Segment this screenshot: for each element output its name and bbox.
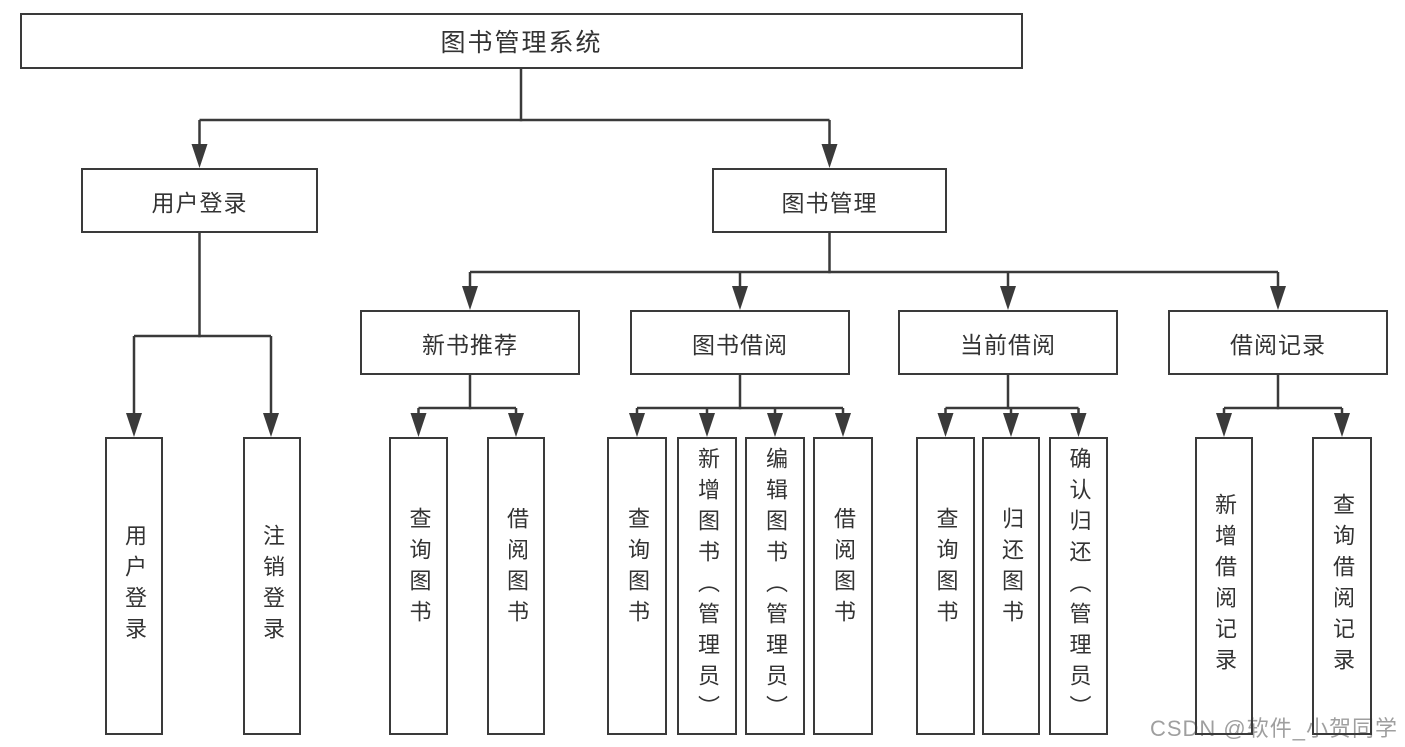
leaf-return-book-label: 归还图书 [999,507,1024,631]
leaf-query-books-borrow-label: 查询图书 [625,507,650,631]
leaf-borrow-books-recommend: 借阅图书 [487,437,545,735]
leaf-return-book: 归还图书 [982,437,1040,735]
leaf-edit-book-admin-label: 编辑图书（管理员） [763,446,788,726]
leaf-logout-label: 注销登录 [260,524,285,648]
node-book-management-label: 图书管理 [781,189,878,216]
leaf-query-books-recommend: 查询图书 [389,437,448,735]
node-book-management: 图书管理 [712,168,947,233]
node-root-library-system: 图书管理系统 [20,13,1023,69]
node-current-borrow-label: 当前借阅 [960,331,1056,358]
leaf-query-borrow-record-label: 查询借阅记录 [1330,493,1355,679]
leaf-query-books-borrow: 查询图书 [607,437,667,735]
node-current-borrow: 当前借阅 [898,310,1118,375]
leaf-add-book-admin-label: 新增图书（管理员） [695,446,720,726]
node-book-borrow: 图书借阅 [630,310,850,375]
node-borrow-records-label: 借阅记录 [1230,331,1326,358]
leaf-confirm-return-admin: 确认归还（管理员） [1049,437,1108,735]
leaf-query-books-current-label: 查询图书 [933,507,959,631]
node-root-label: 图书管理系统 [440,29,603,57]
leaf-user-login: 用户登录 [105,437,163,735]
node-borrow-records: 借阅记录 [1168,310,1388,375]
leaf-logout: 注销登录 [243,437,301,735]
leaf-confirm-return-admin-label: 确认归还（管理员） [1066,446,1092,726]
leaf-add-book-admin: 新增图书（管理员） [677,437,737,735]
watermark: CSDN @软件_小贺同学 [1149,716,1398,741]
leaf-query-borrow-record: 查询借阅记录 [1312,437,1372,735]
leaf-add-borrow-record-label: 新增借阅记录 [1212,493,1237,679]
node-new-book-recommend-label: 新书推荐 [422,331,518,358]
leaf-query-books-recommend-label: 查询图书 [406,507,432,631]
leaf-edit-book-admin: 编辑图书（管理员） [745,437,805,735]
node-user-login: 用户登录 [81,168,318,233]
leaf-user-login-label: 用户登录 [122,524,147,648]
leaf-query-books-current: 查询图书 [916,437,975,735]
leaf-add-borrow-record: 新增借阅记录 [1195,437,1253,735]
leaf-borrow-books-recommend-label: 借阅图书 [504,507,529,631]
leaf-borrow-books: 借阅图书 [813,437,873,735]
node-new-book-recommend: 新书推荐 [360,310,580,375]
node-book-borrow-label: 图书借阅 [692,331,788,358]
leaf-borrow-books-label: 借阅图书 [831,507,856,631]
node-user-login-label: 用户登录 [151,189,248,216]
